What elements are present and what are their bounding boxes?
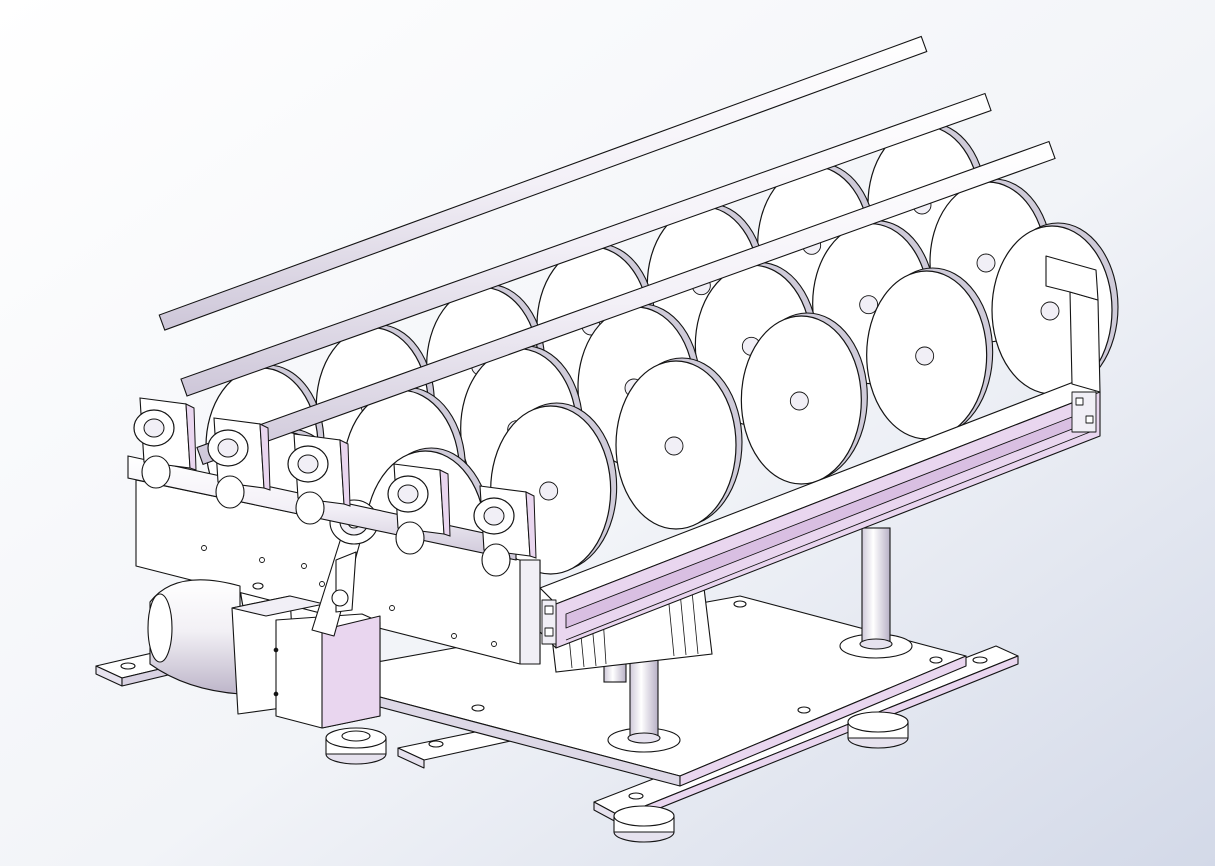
bearing-block	[473, 485, 537, 577]
roller-shaft-front	[196, 140, 1056, 466]
bearing-block	[133, 397, 197, 489]
support-column-right	[839, 527, 913, 659]
leveling-foot-left	[325, 727, 387, 765]
leveling-foot-right	[847, 711, 909, 749]
roller-disc	[615, 357, 743, 530]
bearing-block	[387, 463, 451, 555]
right-extrusion-rail	[539, 255, 1101, 649]
right-frame-upright	[1069, 291, 1101, 393]
roller-disc	[740, 312, 868, 485]
base-frame	[95, 595, 1019, 843]
extrusion-end-profile	[541, 391, 1097, 645]
bearing-block	[287, 433, 351, 525]
roller-shaft-middle	[180, 92, 992, 397]
bearing-blocks	[127, 397, 537, 577]
leveling-foot-front	[613, 805, 675, 843]
drive-motor	[147, 579, 381, 729]
roller-disc	[866, 267, 994, 440]
roller-shaft-back	[158, 35, 928, 331]
bearing-block	[207, 417, 271, 509]
